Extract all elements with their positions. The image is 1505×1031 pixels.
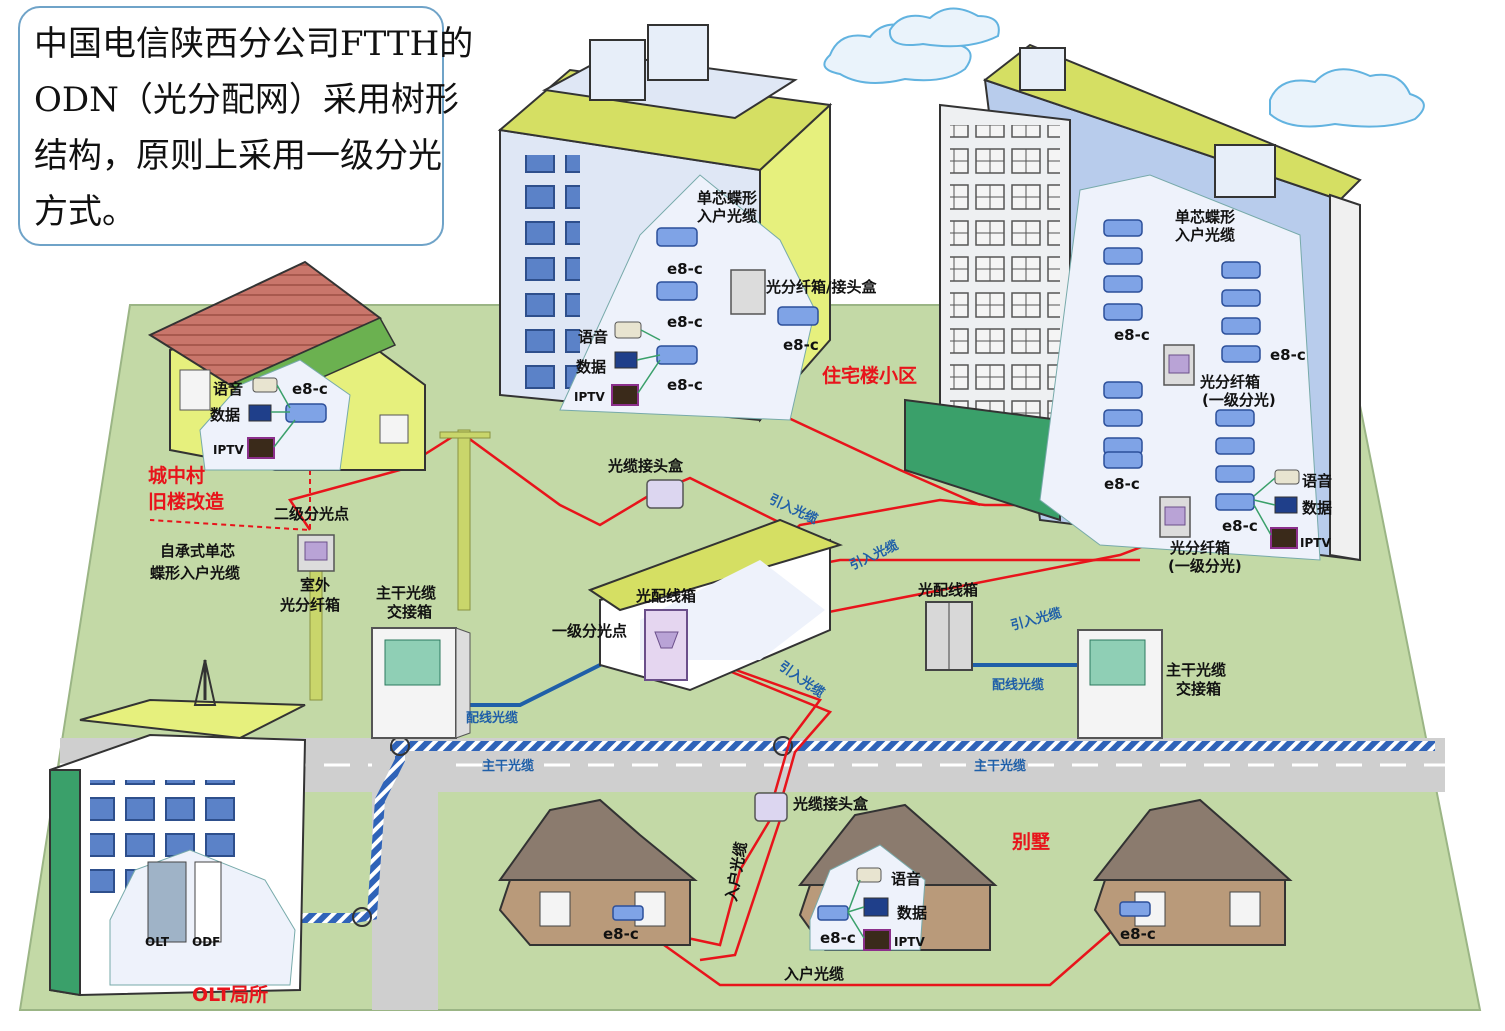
splitter-joint-box (730, 269, 766, 315)
first-level-split-upper: (一级分光) (1202, 391, 1276, 409)
clouds (823, 7, 1425, 128)
splitter-box-lower-label: 光分纤箱 (1169, 539, 1230, 557)
first-level-point-label: 一级分光点 (552, 622, 627, 640)
onu-devices (285, 219, 1261, 921)
voice-label-right: 语音 (1302, 472, 1332, 490)
intro-line-3: 结构，原则上采用一级分光 (34, 136, 442, 176)
urban-village-label-2: 旧楼改造 (148, 490, 225, 513)
iptv-label-villa: IPTV (894, 935, 925, 949)
villa-left (498, 798, 698, 946)
villa-right (1092, 798, 1293, 946)
voice-label-villa: 语音 (891, 870, 921, 888)
outdoor-splitter-box (297, 534, 335, 572)
trunk-cable-label-left: 主干光缆 (482, 758, 534, 774)
cable-joint-box-upper-label: 光缆接头盒 (607, 457, 684, 475)
data-label-villa: 数据 (897, 904, 927, 922)
residential-area-label: 住宅楼小区 (822, 364, 917, 387)
drop-cable-label-r1: 单芯蝶形 (1175, 208, 1235, 226)
trunk-cross-box-left-label-1: 主干光缆 (376, 584, 436, 602)
terminal-devices (247, 321, 1300, 951)
trunk-cable-branch (210, 746, 405, 923)
splitter-box-lower (1159, 496, 1191, 538)
intro-line-1: 中国电信陕西分公司FTTH的 (34, 24, 474, 64)
olt-site-label: OLT局所 (192, 984, 268, 1006)
onu-label-villa-2: e8-c (820, 929, 856, 947)
trunk-cross-box-left-label-2: 交接箱 (387, 603, 432, 621)
distribution-box-right (925, 601, 973, 671)
outdoor-splitter-label-2: 光分纤箱 (279, 596, 340, 614)
trunk-cross-box-right (1077, 629, 1163, 739)
trunk-cable-label-right: 主干光缆 (974, 758, 1026, 774)
splitter-box-upper-label: 光分纤箱 (1199, 373, 1260, 391)
self-supporting-cable-label-2: 蝶形入户光缆 (150, 564, 240, 582)
distribution-box-right-label: 光配线箱 (917, 581, 978, 599)
onu-label-a3: e8-c (667, 376, 703, 394)
onu-label-house: e8-c (292, 380, 328, 398)
iptv-label-house: IPTV (213, 443, 244, 457)
iptv-label-right: IPTV (1300, 536, 1331, 550)
onu-label-b4: e8-c (1222, 517, 1258, 535)
onu-label-b1: e8-c (1114, 326, 1150, 344)
home-cable-label: 入户光缆 (784, 965, 844, 983)
distribution-cable-left-label: 配线光缆 (466, 710, 518, 726)
voice-label-house: 语音 (213, 380, 243, 398)
cable-joint-box-upper (646, 479, 684, 509)
olt-label: OLT (145, 935, 170, 949)
onu-label-villa-3: e8-c (1120, 925, 1156, 943)
villa-area-label: 别墅 (1011, 831, 1050, 853)
voice-label-apt: 语音 (578, 328, 608, 346)
distribution-box-label: 光配线箱 (635, 587, 696, 605)
utility-pole (439, 429, 491, 611)
distribution-cable-left (455, 658, 611, 707)
drop-cable-label-2: 入户光缆 (697, 207, 757, 225)
odf-label: ODF (192, 935, 220, 949)
splitter-box-upper (1163, 344, 1195, 386)
trunk-cross-box-left (371, 627, 471, 739)
onu-label-b3: e8-c (1104, 475, 1140, 493)
second-level-point-label: 二级分光点 (274, 505, 349, 523)
drop-cable-label-1: 单芯蝶形 (697, 189, 757, 207)
urban-village-label-1: 城中村 (148, 464, 205, 487)
first-level-splitter (644, 609, 688, 681)
villa-middle (797, 803, 998, 951)
onu-label-villa-1: e8-c (603, 925, 639, 943)
onu-label-a2: e8-c (667, 313, 703, 331)
iptv-label-apt: IPTV (574, 390, 605, 404)
trunk-cross-box-right-label-2: 交接箱 (1176, 680, 1221, 698)
side-road (372, 738, 438, 1010)
self-supporting-cable-label-1: 自承式单芯 (160, 542, 235, 560)
first-level-split-lower: (一级分光) (1168, 557, 1242, 575)
trunk-cross-box-right-label-1: 主干光缆 (1166, 661, 1226, 679)
cable-joint-box-lower-label: 光缆接头盒 (792, 795, 869, 813)
data-label-right: 数据 (1302, 499, 1332, 517)
onu-label-b2: e8-c (1270, 346, 1306, 364)
old-house (147, 260, 426, 471)
intro-line-2: ODN（光分配网）采用树形 (34, 80, 459, 120)
data-label-house: 数据 (210, 406, 240, 424)
drop-cable-label-r2: 入户光缆 (1175, 226, 1235, 244)
intro-line-4: 方式。 (34, 192, 136, 232)
outdoor-splitter-label-1: 室外 (300, 576, 330, 594)
data-label-apt: 数据 (576, 358, 606, 376)
intro-text-box: 中国电信陕西分公司FTTH的 ODN（光分配网）采用树形 结构，原则上采用一级分… (18, 6, 474, 246)
olt-building (49, 659, 307, 997)
splitter-joint-box-label: 光分纤箱/接头盒 (765, 278, 877, 296)
trunk-cable-main (390, 741, 1435, 751)
distribution-cable-right-label: 配线光缆 (992, 677, 1044, 693)
onu-label-a4: e8-c (783, 336, 819, 354)
cable-joint-box-lower (754, 792, 788, 822)
onu-label-a1: e8-c (667, 260, 703, 278)
